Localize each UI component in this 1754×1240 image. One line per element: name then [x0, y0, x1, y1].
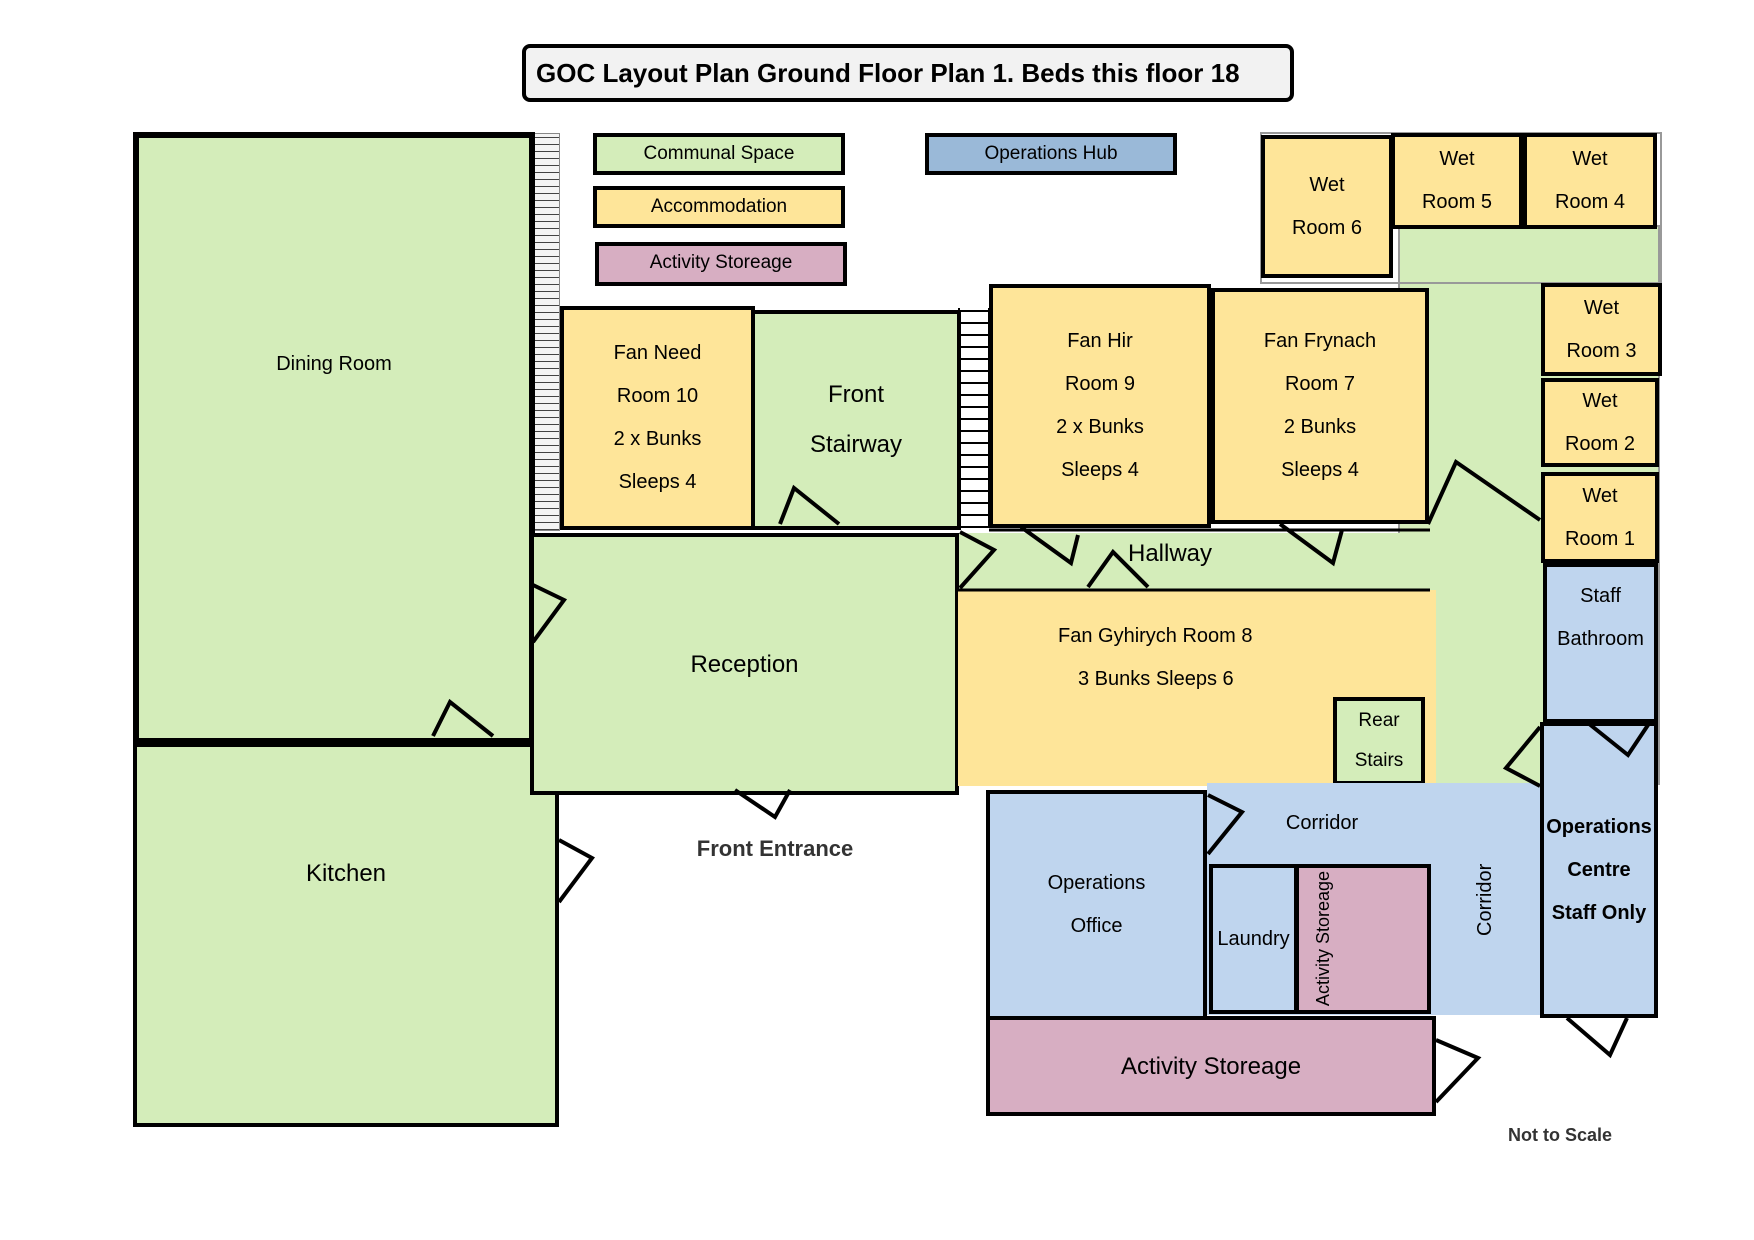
legend-activity-storage: Activity Storeage	[595, 242, 847, 286]
room-10: Fan Need Room 10 2 x Bunks Sleeps 4	[560, 306, 755, 530]
wet-room-5: Wet Room 5	[1391, 133, 1523, 229]
door-swing	[1434, 1038, 1482, 1104]
staff-bathroom: Staff Bathroom	[1543, 563, 1658, 723]
front-stairway: Front Stairway	[751, 310, 961, 530]
operations-centre: Operations Centre Staff Only	[1540, 722, 1658, 1018]
door-swing	[1565, 1016, 1629, 1059]
reception: Reception	[530, 533, 959, 795]
corridor-vertical-label: Corridor	[1474, 863, 1496, 937]
front-entrance-label: Front Entrance	[696, 836, 854, 861]
wet-room-2: Wet Room 2	[1541, 378, 1659, 467]
operations-office: Operations Office	[986, 790, 1207, 1020]
room-7: Fan Frynach Room 7 2 Bunks Sleeps 4	[1211, 288, 1429, 524]
activity-storage-large: Activity Storeage	[986, 1016, 1436, 1116]
activity-storage-small: Activity Storeage	[1295, 864, 1431, 1014]
wet-room-4: Wet Room 4	[1523, 133, 1657, 229]
front-stair-steps	[958, 308, 990, 528]
wet-room-3: Wet Room 3	[1541, 283, 1662, 376]
legend-communal-space: Communal Space	[593, 133, 845, 175]
dining-room: Dining Room	[133, 132, 535, 744]
room-9: Fan Hir Room 9 2 x Bunks Sleeps 4	[989, 284, 1211, 528]
wet-room-6: Wet Room 6	[1261, 135, 1393, 278]
plan-title: GOC Layout Plan Ground Floor Plan 1. Bed…	[522, 44, 1294, 102]
laundry: Laundry	[1209, 864, 1298, 1014]
kitchen: Kitchen	[133, 743, 559, 1127]
corridor-horizontal-label: Corridor	[1285, 812, 1359, 834]
hallway-label: Hallway	[1127, 540, 1213, 567]
rear-stairs: Rear Stairs	[1333, 697, 1425, 785]
scale-note: Not to Scale	[1507, 1125, 1613, 1145]
door-swing	[557, 838, 595, 904]
wet-room-1: Wet Room 1	[1541, 472, 1659, 563]
legend-operations-hub: Operations Hub	[925, 133, 1177, 175]
west-stair-strip	[534, 133, 560, 531]
legend-accommodation: Accommodation	[593, 186, 845, 228]
